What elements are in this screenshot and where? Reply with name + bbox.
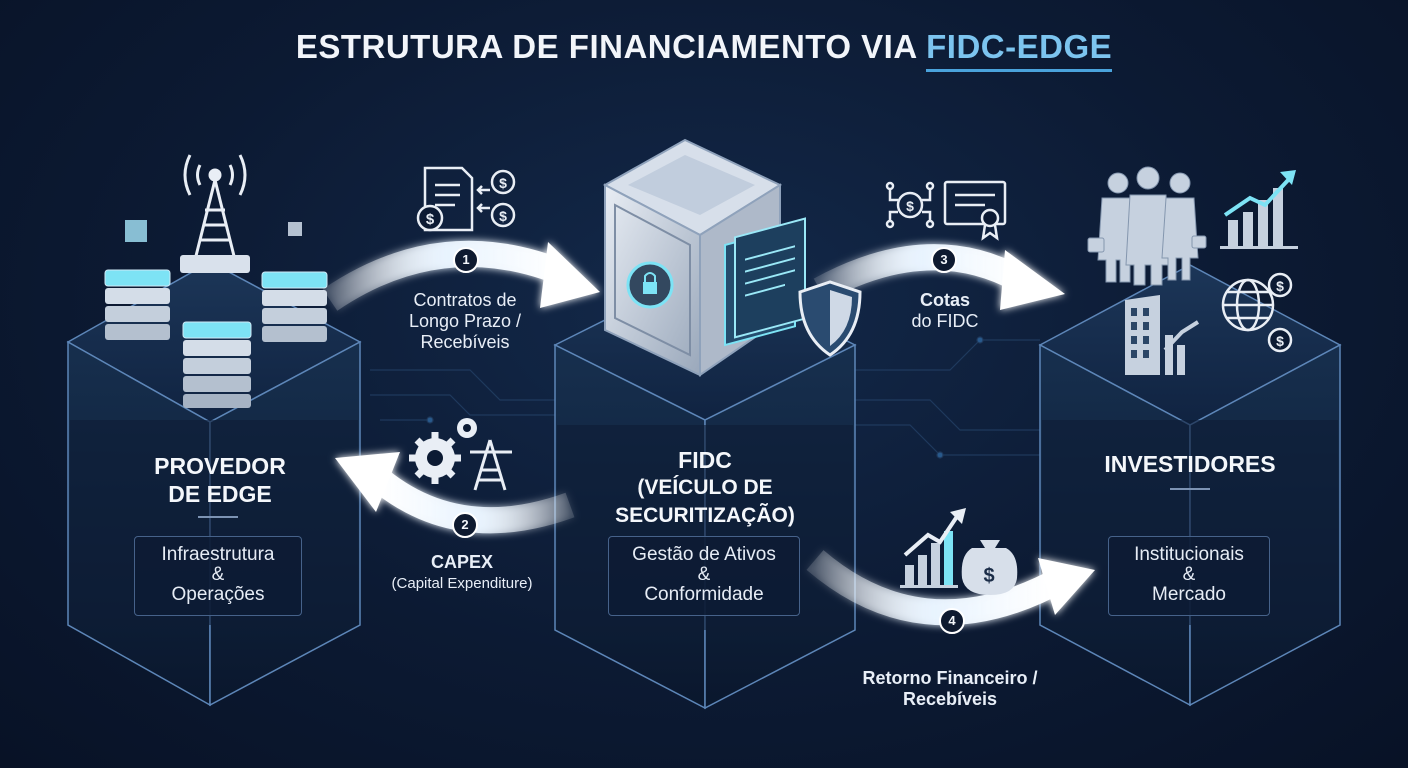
provider-heading-divider	[198, 516, 238, 518]
flow-4-badge: 4	[939, 608, 965, 634]
title-highlight: FIDC-EDGE	[926, 28, 1113, 72]
svg-text:$: $	[906, 198, 914, 214]
flow-1-badge: 1	[453, 247, 479, 273]
certificate-icon: $	[885, 180, 1007, 241]
provider-heading-line1: PROVEDOR	[154, 453, 286, 479]
investors-panel	[1038, 264, 1342, 707]
flow-2-badge: 2	[452, 512, 478, 538]
investors-heading-divider	[1170, 488, 1210, 490]
flow-2-line2: (Capital Expenditure)	[391, 575, 533, 592]
investors-box-line2: &	[1182, 564, 1196, 585]
flow-1-line2: Longo Prazo /	[408, 311, 522, 331]
flow-3-line2: do FIDC	[911, 311, 979, 331]
svg-text:$: $	[499, 175, 507, 191]
flow-4-label: Retorno Financeiro / Recebíveis	[830, 668, 1070, 710]
fidc-box-line3: Conformidade	[644, 584, 764, 605]
circuit-background	[370, 336, 1040, 459]
server-rack-icon	[104, 220, 328, 408]
flow-2-line1: CAPEX	[430, 552, 493, 572]
cell-tower-icon	[183, 154, 247, 261]
provider-box-line2: &	[211, 564, 225, 585]
investors-people-icon	[1087, 166, 1207, 286]
fidc-heading: FIDC (VEÍCULO DE SECURITIZAÇÃO)	[580, 446, 830, 530]
svg-text:$: $	[1276, 333, 1284, 349]
growth-chart-icon	[1220, 170, 1298, 249]
page-title: ESTRUTURA DE FINANCIAMENTO VIA FIDC-EDGE	[0, 28, 1408, 72]
provider-description-box: Infraestrutura & Operações	[134, 536, 302, 616]
gear-icon	[409, 418, 477, 484]
flow-4-line2: Recebíveis	[902, 689, 998, 709]
fidc-heading-line2: (VEÍCULO DE	[637, 476, 773, 499]
tower-base	[180, 255, 250, 273]
flow-2-label: CAPEX (Capital Expenditure)	[372, 552, 552, 594]
svg-text:$: $	[426, 211, 435, 228]
safe-vault-icon	[602, 138, 806, 377]
flow-1-line3: Recebíveis	[420, 332, 510, 352]
provider-heading-line2: DE EDGE	[168, 481, 272, 507]
provider-box-line3: Operações	[171, 584, 265, 605]
flow-4-line1: Retorno Financeiro /	[862, 668, 1038, 688]
investors-box-line3: Mercado	[1152, 584, 1226, 605]
svg-text:$: $	[499, 208, 507, 224]
investors-box-line1: Institucionais	[1134, 544, 1244, 565]
provider-heading: PROVEDOR DE EDGE	[95, 452, 345, 508]
flow-3-line1: Cotas	[919, 290, 970, 310]
arrow-1	[322, 240, 600, 311]
office-building-icon	[1125, 295, 1200, 375]
title-prefix: ESTRUTURA DE FINANCIAMENTO VIA	[295, 28, 927, 65]
power-tower-icon	[470, 439, 512, 491]
provider-box-line1: Infraestrutura	[161, 544, 275, 565]
dollar-coin-icon: $ $ $	[416, 169, 516, 232]
svg-text:$: $	[1276, 278, 1284, 294]
fidc-description-box: Gestão de Ativos & Conformidade	[608, 536, 800, 616]
shield-icon	[798, 280, 862, 357]
globe-icon: $ $	[1221, 272, 1293, 353]
fidc-box-line1: Gestão de Ativos	[632, 544, 776, 565]
svg-text:$: $	[983, 565, 994, 587]
flow-3-label: Cotas do FIDC	[890, 290, 1000, 332]
flow-1-line1: Contratos de	[413, 290, 517, 310]
fidc-heading-line3: SECURITIZAÇÃO)	[615, 504, 795, 527]
arrow-4	[806, 550, 1095, 626]
flow-3-badge: 3	[931, 247, 957, 273]
money-bag-icon: $	[900, 508, 1018, 595]
arrow-3	[813, 244, 1065, 310]
investors-heading: INVESTIDORES	[1104, 451, 1276, 477]
fidc-heading-line1: FIDC	[678, 447, 732, 473]
fidc-box-line2: &	[697, 564, 711, 585]
investors-description-box: Institucionais & Mercado	[1108, 536, 1270, 616]
flow-1-label: Contratos de Longo Prazo / Recebíveis	[380, 290, 550, 353]
